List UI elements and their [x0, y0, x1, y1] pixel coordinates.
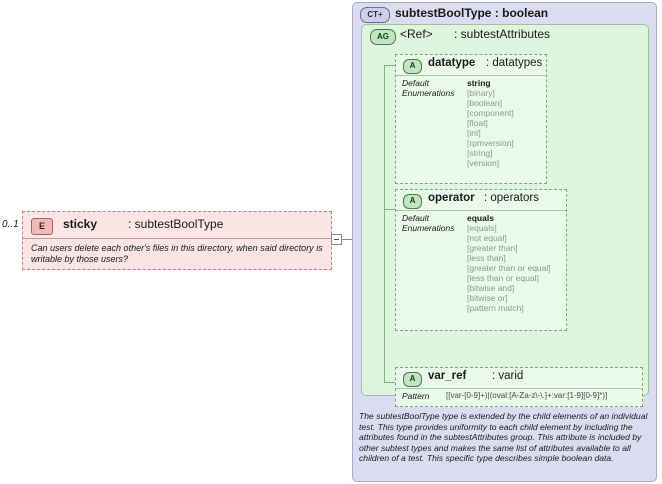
complextype-title: subtestBoolType : boolean — [395, 6, 549, 20]
attribute-type: : datatypes — [486, 57, 543, 69]
enum-item: [rpmversion] — [467, 138, 514, 148]
facet-pattern-value: [[var-[0-9]+)|(oval:[A-Za-z\-\.]+:var:[1… — [446, 391, 608, 400]
enum-item: [bitwise and] — [467, 283, 515, 293]
attribute-header-datatype: A datatype : datatypes — [396, 55, 546, 76]
enum-item: [pattern match] — [467, 303, 524, 313]
enum-item: [greater than or equal] — [467, 263, 551, 273]
tree-branch-varref — [384, 382, 398, 383]
enum-item: [less than] — [467, 253, 506, 263]
complextype-badge-icon[interactable]: CT+ — [360, 7, 390, 23]
element-type: : subtestBoolType — [128, 217, 224, 231]
complextype-badge-label: CT — [367, 10, 378, 19]
facet-default-value: string — [467, 78, 491, 88]
facet-labels: Default Enumerations — [402, 213, 455, 233]
facet-labels: Default Enumerations — [402, 78, 455, 98]
enum-item: [boolean] — [467, 98, 502, 108]
attribute-type: : varid — [492, 370, 524, 382]
facet-pattern-label: Pattern — [402, 391, 430, 401]
enum-item: [bitwise or] — [467, 293, 508, 303]
attribute-group-badge-icon: AG — [370, 29, 396, 45]
attribute-badge-icon: A — [403, 372, 422, 387]
attribute-group-ref: <Ref> — [400, 27, 433, 41]
tree-spine — [384, 65, 385, 382]
element-box-sticky[interactable]: E sticky : subtestBoolType Can users del… — [22, 211, 332, 270]
enum-item: [binary] — [467, 88, 495, 98]
cardinality-label: 0..1 — [2, 219, 19, 230]
attribute-box-varref[interactable]: A var_ref : varid Pattern [[var-[0-9]+)|… — [395, 367, 643, 407]
connector-line — [341, 239, 356, 240]
enum-item: [version] — [467, 158, 500, 168]
attribute-group-type[interactable]: : subtestAttributes — [454, 27, 551, 41]
type-documentation: The subtestBoolType type is extended by … — [359, 411, 648, 464]
enum-item: [equals] — [467, 223, 497, 233]
enum-item: [component] — [467, 108, 514, 118]
facet-enumerations: [binary] [boolean] [component] [float] [… — [467, 88, 514, 168]
attribute-header-operator: A operator : operators — [396, 190, 566, 211]
attribute-box-datatype[interactable]: A datatype : datatypes Default Enumerati… — [395, 54, 547, 184]
element-documentation: Can users delete each other's files in t… — [31, 243, 323, 264]
attribute-badge-icon: A — [403, 59, 422, 74]
complextype-header: CT+ subtestBoolType : boolean — [353, 3, 656, 25]
attribute-type: : operators — [484, 192, 539, 204]
facet-default-value: equals — [467, 213, 494, 223]
tree-branch-datatype — [384, 65, 398, 66]
enum-item: [int] — [467, 128, 481, 138]
enum-item: [string] — [467, 148, 493, 158]
attribute-group-header: AG <Ref> : subtestAttributes — [362, 25, 648, 47]
attribute-name: operator — [428, 192, 475, 204]
expand-plus-icon[interactable]: + — [378, 10, 383, 19]
facet-enumerations: [equals] [not equal] [greater than] [les… — [467, 223, 551, 313]
enum-item: [not equal] — [467, 233, 507, 243]
attribute-name: datatype — [428, 57, 476, 69]
attribute-group-panel: AG <Ref> : subtestAttributes A datatype … — [361, 24, 649, 407]
enum-item: [less than or equal] — [467, 273, 539, 283]
tree-branch-operator — [384, 209, 398, 210]
attribute-name: var_ref — [428, 370, 467, 382]
attribute-box-operator[interactable]: A operator : operators Default Enumerati… — [395, 189, 567, 331]
attribute-badge-icon: A — [403, 194, 422, 209]
element-name: sticky — [63, 217, 98, 231]
attribute-header-varref: A var_ref : varid — [396, 368, 642, 389]
enum-item: [float] — [467, 118, 488, 128]
element-badge-icon: E — [31, 218, 53, 235]
enum-item: [greater than] — [467, 243, 518, 253]
element-header: E sticky : subtestBoolType — [23, 212, 331, 239]
